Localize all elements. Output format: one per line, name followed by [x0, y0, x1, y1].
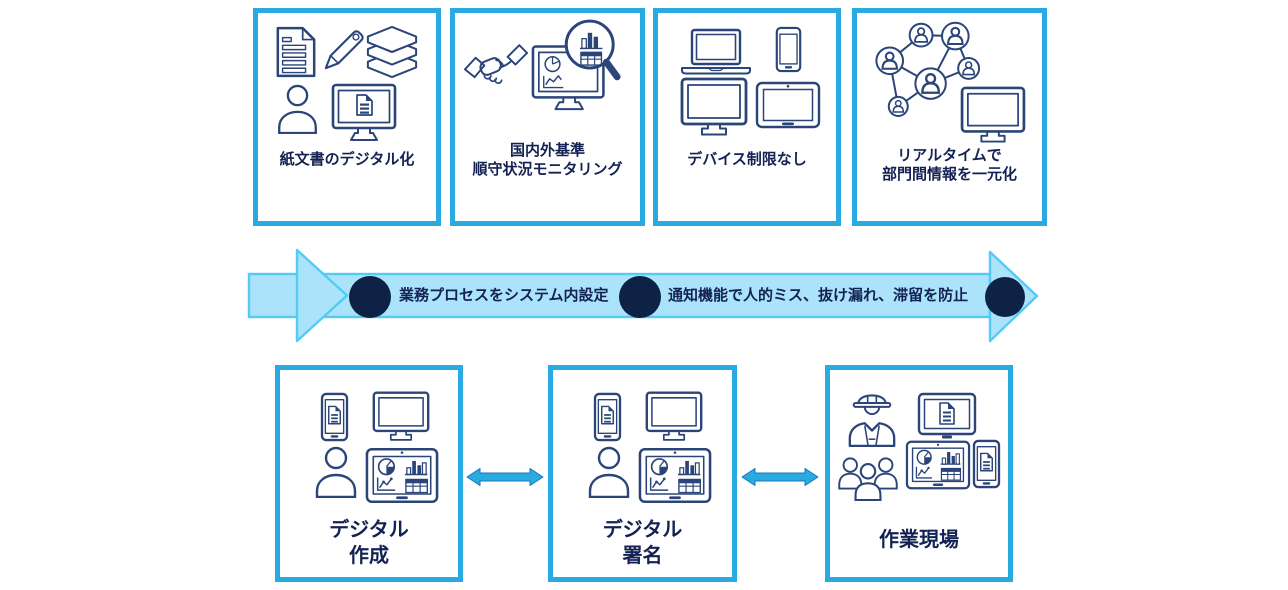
- step-dot-1: [349, 276, 391, 318]
- smartphone-document-icon: [593, 392, 622, 442]
- step-text-1: 業務プロセスをシステム内設定: [399, 287, 609, 304]
- tablet-charts-icon: [638, 447, 712, 504]
- label-line: 紙文書のデジタル化: [279, 151, 415, 168]
- label-line: 順守状況モニタリング: [472, 161, 623, 178]
- stage-box-label: デジタル 署名: [553, 517, 732, 569]
- arrowhead-start-icon: [295, 248, 349, 343]
- label-line: 国内外基準: [509, 142, 585, 159]
- double-arrow-connector: [741, 468, 819, 486]
- step-dot-2: [619, 276, 661, 318]
- label-line: デジタル: [602, 519, 683, 541]
- person-icon: [588, 446, 630, 498]
- stage-box-work-site: 作業現場: [825, 365, 1013, 582]
- worker-icon: [845, 387, 899, 447]
- smartphone-icon: [775, 26, 802, 73]
- feature-box-label: 紙文書のデジタル化: [258, 150, 436, 169]
- feature-box-no-device-limit: デバイス制限なし: [653, 8, 841, 226]
- group-icon: [837, 455, 899, 501]
- tablet-document-icon: [917, 392, 977, 440]
- monitor-magnifier-icon: [531, 19, 623, 119]
- feature-box-compliance-monitoring: 国内外基準 順守状況モニタリング: [450, 8, 645, 226]
- smartphone-document-icon: [320, 392, 349, 442]
- tablet-charts-icon: [905, 440, 971, 490]
- label-line: 署名: [622, 545, 663, 567]
- stage-box-digital-creation: デジタル 作成: [275, 365, 463, 582]
- monitor-icon: [645, 391, 703, 442]
- handshake-icon: [463, 43, 529, 90]
- person-icon: [315, 446, 357, 498]
- step-dot-3: [985, 277, 1025, 317]
- label-line: 作業現場: [879, 529, 959, 551]
- monitor-document-icon: [331, 83, 397, 143]
- step-text-2: 通知機能で人的ミス、抜け漏れ、滞留を防止: [668, 287, 969, 304]
- feature-box-paper-digitization: 紙文書のデジタル化: [253, 8, 441, 226]
- feature-box-label: リアルタイムで 部門間情報を一元化: [857, 146, 1042, 184]
- label-line: 部門間情報を一元化: [881, 166, 1017, 183]
- smartphone-document-icon: [972, 439, 1001, 489]
- feature-box-realtime-centralization: リアルタイムで 部門間情報を一元化: [852, 8, 1047, 226]
- label-line: リアルタイムで: [897, 147, 1002, 164]
- person-icon: [277, 84, 318, 134]
- monitor-icon: [372, 391, 430, 442]
- stage-box-label: 作業現場: [830, 527, 1008, 553]
- label-line: デジタル: [329, 519, 409, 541]
- double-arrow-connector: [466, 468, 544, 486]
- stage-box-digital-signature: デジタル 署名: [548, 365, 737, 582]
- pencil-icon: [322, 27, 366, 71]
- tablet-icon: [755, 81, 821, 129]
- tablet-charts-icon: [365, 447, 439, 504]
- book-stack-icon: [364, 25, 420, 79]
- label-line: 作成: [349, 545, 389, 567]
- feature-box-label: 国内外基準 順守状況モニタリング: [455, 141, 640, 179]
- monitor-icon: [960, 86, 1026, 144]
- document-icon: [274, 25, 318, 79]
- label-line: デバイス制限なし: [687, 151, 807, 168]
- laptop-icon: [680, 28, 752, 76]
- monitor-icon: [680, 77, 748, 137]
- stage-box-label: デジタル 作成: [280, 517, 458, 569]
- feature-box-label: デバイス制限なし: [658, 150, 836, 169]
